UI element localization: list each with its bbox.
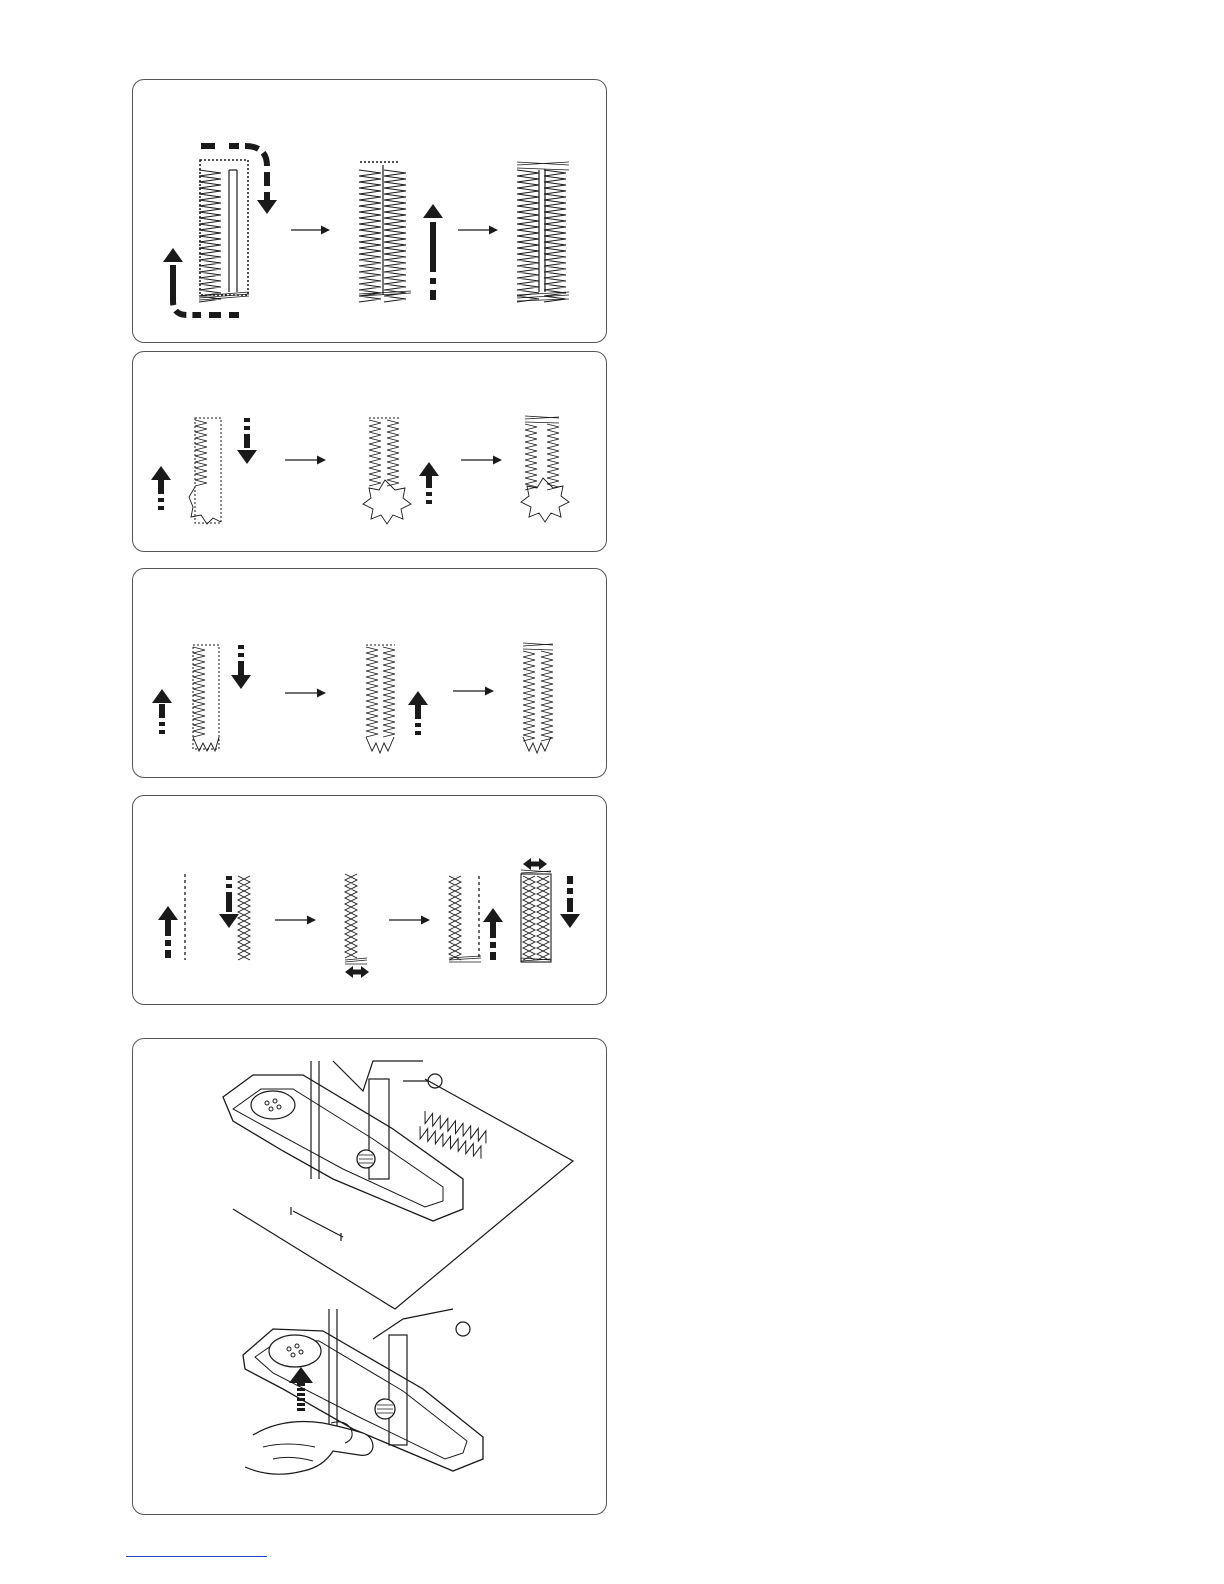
figure-panel-round-buttonhole	[132, 568, 607, 778]
step-2-stitch	[345, 874, 369, 978]
buttonhole-foot-illustration	[133, 1039, 608, 1516]
step-1-stitch	[163, 146, 277, 315]
figure-panel-square-buttonhole	[132, 79, 607, 343]
figure-panel-stretch-buttonhole	[132, 795, 607, 1005]
step-1-stitch	[152, 645, 251, 751]
step-2-stitch	[366, 645, 428, 753]
step-2-stitch	[359, 162, 443, 302]
upper-foot-drawing	[223, 1061, 490, 1241]
lower-foot-drawing	[243, 1309, 483, 1474]
footer-rule	[126, 1556, 267, 1557]
step-4-stitch	[521, 858, 580, 962]
stretch-buttonhole-diagram	[133, 796, 608, 1006]
round-buttonhole-diagram	[133, 569, 608, 779]
keyhole-buttonhole-diagram	[133, 352, 608, 553]
step-3-stitch	[449, 876, 503, 962]
figure-panel-keyhole-buttonhole	[132, 351, 607, 552]
square-buttonhole-diagram	[133, 80, 608, 344]
step-3-stitch	[523, 643, 553, 753]
step-1-stitch	[158, 874, 250, 960]
step-1-stitch	[151, 418, 257, 524]
step-3-stitch	[521, 416, 569, 522]
figure-panel-buttonhole-foot	[132, 1038, 607, 1515]
step-2-stitch	[363, 418, 439, 524]
step-3-stitch	[517, 162, 569, 302]
